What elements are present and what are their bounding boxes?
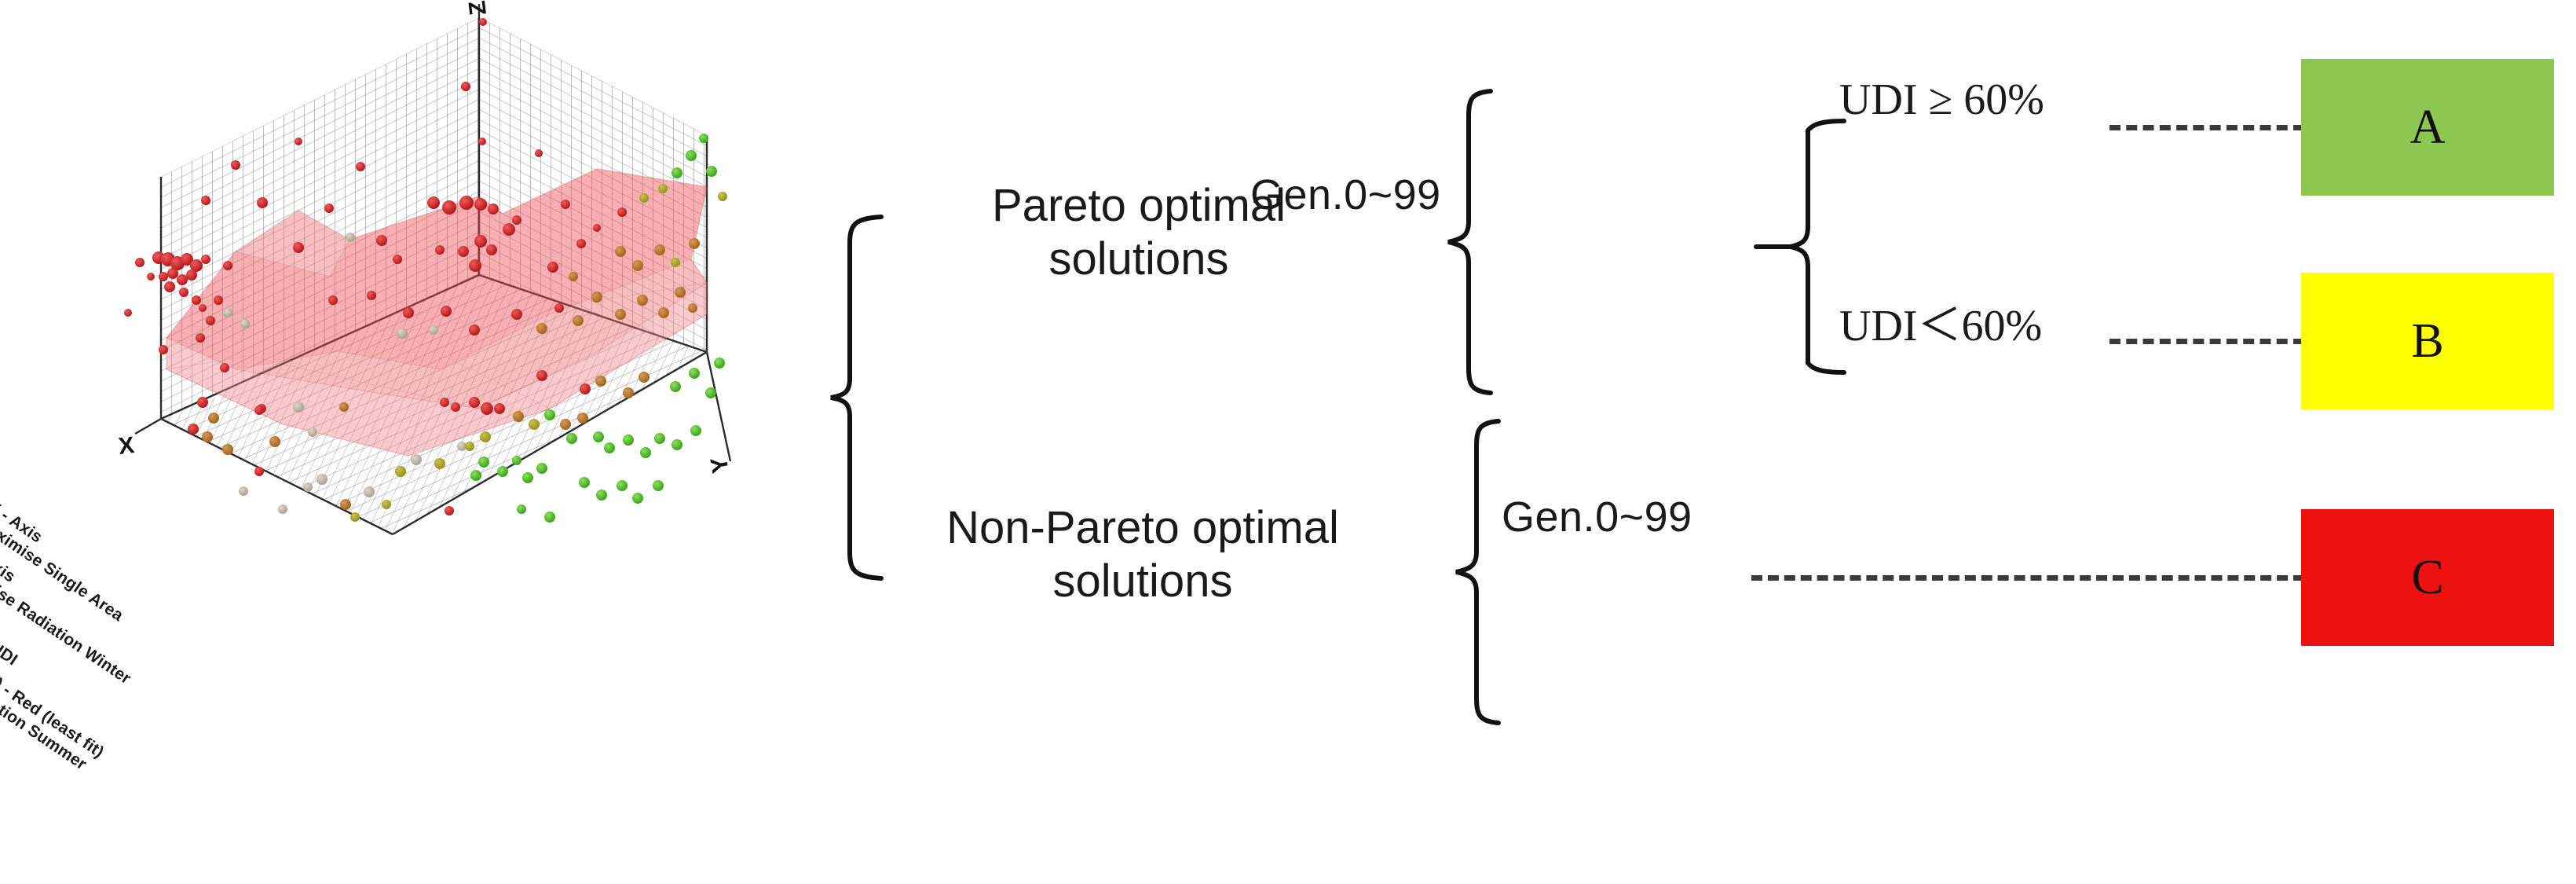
pareto-gen-brace — [1447, 89, 1493, 395]
non-pareto-generation-label: Gen.0~99 — [1502, 493, 1692, 541]
grid-wall-right — [479, 17, 707, 352]
pareto-label-line2: solutions — [1048, 233, 1229, 284]
non-pareto-gen-brace — [1455, 419, 1501, 725]
connector-dashed-c — [1751, 575, 2304, 581]
figure-canvas: Z X Y — [0, 0, 2554, 780]
connector-dashed-b — [2109, 339, 2304, 344]
pareto-label-line1: Pareto optimal — [992, 180, 1286, 231]
svg-text:X: X — [117, 432, 135, 460]
pareto-label: Pareto optimal solutions — [895, 179, 1382, 286]
plot-svg: Z X Y — [117, 0, 734, 536]
pareto-generation-label: Gen.0~99 — [1250, 171, 1441, 218]
result-box-b-letter: B — [2411, 314, 2444, 368]
axis-letter-z: Z — [464, 0, 492, 17]
connector-dashed-a — [2109, 125, 2304, 130]
result-box-c[interactable]: C — [2301, 509, 2554, 646]
axis-letter-x: X — [117, 432, 135, 460]
scatter-points — [124, 18, 727, 523]
result-box-b[interactable]: B — [2301, 273, 2554, 409]
svg-text:Y: Y — [706, 455, 734, 475]
axis-letter-y: Y — [706, 455, 734, 475]
main-brace — [830, 215, 884, 581]
non-pareto-label-line2: solutions — [1052, 556, 1233, 607]
result-box-a-letter: A — [2410, 100, 2446, 154]
result-box-c-letter: C — [2411, 550, 2444, 604]
udi-split-brace — [1754, 119, 1846, 375]
non-pareto-label: Non-Pareto optimal solutions — [868, 501, 1418, 608]
scatter-plot-3d: Z X Y — [0, 0, 778, 780]
non-pareto-label-line1: Non-Pareto optimal — [946, 502, 1339, 553]
pareto-surface — [165, 168, 708, 457]
result-box-a[interactable]: A — [2301, 59, 2554, 196]
udi-low-condition: UDI＜60% — [1839, 302, 2043, 350]
udi-high-condition: UDI ≥ 60% — [1839, 75, 2044, 124]
grid-wall-left — [161, 17, 479, 419]
svg-text:Z: Z — [464, 0, 492, 17]
